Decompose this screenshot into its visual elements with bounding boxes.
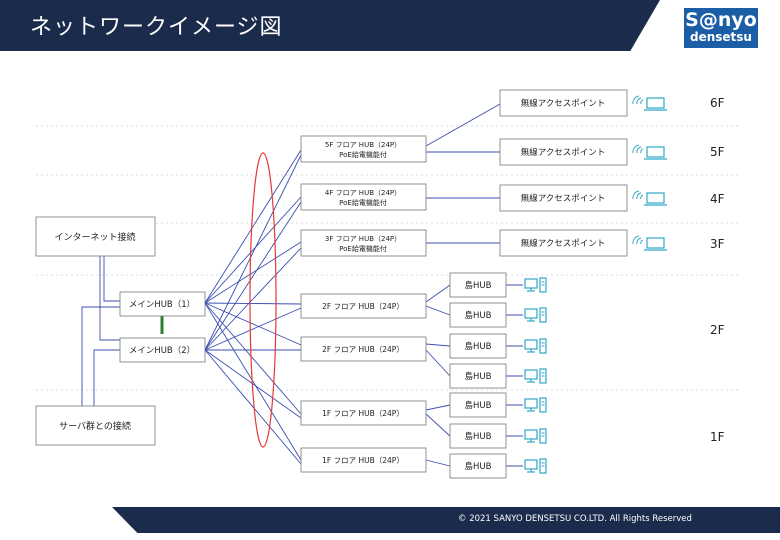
main-hub-1-label: メインHUB（1） [129, 299, 195, 310]
copyright-text: © 2021 SANYO DENSETSU CO.LTD. All Rights… [458, 514, 692, 524]
floor-hub-2f-a-label: 2F フロア HUB（24P） [322, 302, 404, 311]
loop-ring [249, 152, 277, 448]
floor-hub-4f-line2: PoE給電機能付 [339, 198, 387, 207]
header-banner [0, 0, 660, 51]
island-hub-label: 島HUB [465, 280, 492, 291]
page-title: ネットワークイメージ図 [30, 15, 283, 40]
wireless-ap-icon [632, 95, 668, 111]
pc-icon [524, 338, 547, 354]
node-labels: インターネット接続 サーバ群との接続 メインHUB（1） メインHUB（2） 5… [54, 98, 605, 472]
access-point-6f-label: 無線アクセスポイント [521, 98, 606, 109]
company-logo: S@nyo densetsu [684, 8, 758, 48]
floor-hub-2f-b-label: 2F フロア HUB（24P） [322, 345, 404, 354]
island-hub-label: 島HUB [465, 461, 492, 472]
access-point-4f-label: 無線アクセスポイント [521, 193, 606, 204]
floor-label-4f: 4F [710, 192, 725, 206]
wireless-ap-icon [632, 144, 668, 160]
pc-icon [524, 368, 547, 384]
pc-icon [524, 277, 547, 293]
floor-label-6f: 6F [710, 96, 725, 110]
pc-icon [524, 307, 547, 323]
floor-hub-1f-a-label: 1F フロア HUB（24P） [322, 409, 404, 418]
floor-label-5f: 5F [710, 145, 725, 159]
internet-label: インターネット接続 [54, 231, 135, 243]
pc-icons [524, 277, 547, 474]
access-point-5f-label: 無線アクセスポイント [521, 147, 606, 158]
logo-text-bottom: densetsu [690, 30, 752, 44]
pc-icon [524, 397, 547, 413]
floor-hub-4f-line1: 4F フロア HUB（24P） [325, 189, 401, 197]
access-point-icons [632, 95, 668, 251]
node-boxes [35, 89, 628, 479]
server-label: サーバ群との接続 [59, 420, 131, 432]
floor-label-2f: 2F [710, 323, 725, 337]
island-hub-label: 島HUB [465, 431, 492, 442]
pc-icon [524, 458, 547, 474]
main-hub-2-label: メインHUB（2） [129, 345, 195, 356]
logo-text-top: S@nyo [685, 9, 757, 31]
wireless-ap-icon [632, 190, 668, 206]
wireless-ap-icon [632, 235, 668, 251]
floor-hub-5f-line2: PoE給電機能付 [339, 150, 387, 159]
floor-separators [36, 125, 740, 391]
island-hub-label: 島HUB [465, 310, 492, 321]
floor-hub-1f-b-label: 1F フロア HUB（24P） [322, 456, 404, 465]
floor-label-1f: 1F [710, 430, 725, 444]
floor-labels: 6F 5F 4F 3F 2F 1F [710, 96, 725, 444]
floor-hub-3f-line2: PoE給電機能付 [339, 244, 387, 253]
pc-icon [524, 428, 547, 444]
island-hub-label: 島HUB [465, 371, 492, 382]
island-hub-label: 島HUB [465, 341, 492, 352]
links [81, 103, 523, 467]
floor-label-3f: 3F [710, 237, 725, 251]
island-hub-label: 島HUB [465, 400, 492, 411]
access-point-3f-label: 無線アクセスポイント [521, 238, 606, 249]
floor-hub-5f-line1: 5F フロア HUB（24P） [325, 141, 401, 149]
floor-hub-3f-line1: 3F フロア HUB（24P） [325, 235, 401, 243]
footer-banner [112, 507, 780, 533]
